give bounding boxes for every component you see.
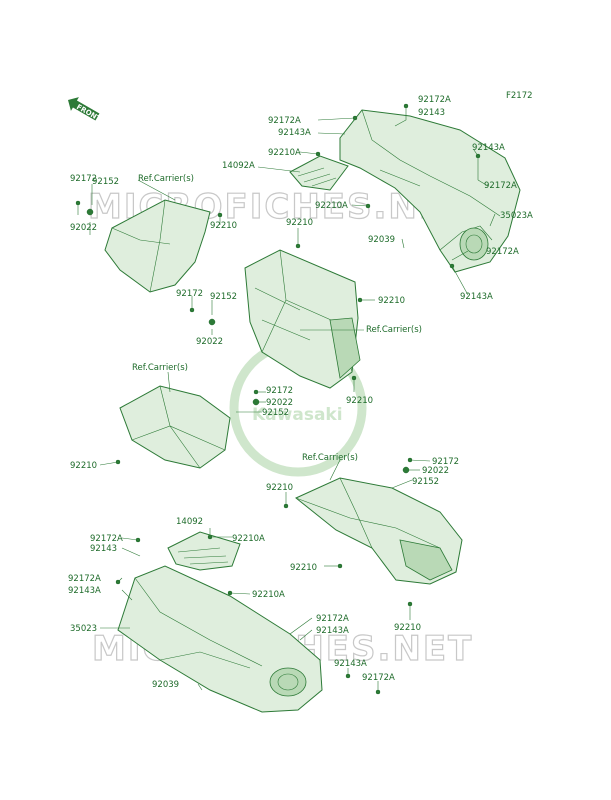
callout-label: 92143 <box>418 108 445 118</box>
callout-label: 92210 <box>286 218 313 228</box>
left-top-bracket <box>104 199 211 293</box>
callout-label: 92172A <box>362 673 395 683</box>
callout-label: 92172 <box>176 289 203 299</box>
right-floor-panel <box>295 477 463 585</box>
callout-label: 92210A <box>232 534 265 544</box>
panel-14092 <box>167 531 241 571</box>
callout-label: 92022 <box>422 466 449 476</box>
callout-label: 92172 <box>70 174 97 184</box>
callout-label: 92143A <box>316 626 349 636</box>
callout-label: 92152 <box>262 408 289 418</box>
callout-label: 92143A <box>472 143 505 153</box>
callout-label: 92210A <box>315 201 348 211</box>
callout-label: 92022 <box>196 337 223 347</box>
panel-14092a <box>289 155 349 191</box>
rear-fender-top <box>339 109 521 273</box>
callout-label: 92022 <box>266 398 293 408</box>
callout-label: 92210 <box>394 623 421 633</box>
callout-label: Ref.Carrier(s) <box>302 453 358 463</box>
callout-label: 92143A <box>334 659 367 669</box>
callout-label: 92152 <box>92 177 119 187</box>
callout-label: 92152 <box>412 477 439 487</box>
left-middle-bracket <box>119 385 231 469</box>
callout-label: Ref.Carrier(s) <box>138 174 194 184</box>
callout-label: 92210 <box>266 483 293 493</box>
front-fender-bottom <box>117 565 323 713</box>
front-label: FRONT <box>75 103 102 123</box>
callout-label: 92172 <box>432 457 459 467</box>
figure-code: F2172 <box>506 91 533 101</box>
callout-label: 35023 <box>70 624 97 634</box>
callout-label: 92210 <box>210 221 237 231</box>
callout-label: 92152 <box>210 292 237 302</box>
callout-label: 92172 <box>266 386 293 396</box>
callout-label: 92172A <box>418 95 451 105</box>
callout-label: 92210A <box>252 590 285 600</box>
callout-label: 92143 <box>90 544 117 554</box>
callout-labels: 92172A 92143 92172A 92143A 92210A 14092A… <box>68 95 533 690</box>
callout-label: 35023A <box>500 211 533 221</box>
callout-label: 92143A <box>460 292 493 302</box>
callout-label: 92143A <box>68 586 101 596</box>
front-arrow-icon: FRONT <box>68 97 102 123</box>
callout-label: 92172A <box>68 574 101 584</box>
callout-label: 92172A <box>486 247 519 257</box>
callout-label: 92039 <box>152 680 179 690</box>
callout-label: 92172A <box>268 116 301 126</box>
callout-label: 92172A <box>316 614 349 624</box>
callout-label: 14092A <box>222 161 255 171</box>
callout-label: 92143A <box>278 128 311 138</box>
callout-label: 92039 <box>368 235 395 245</box>
callout-label: 92210 <box>378 296 405 306</box>
leader-lines <box>77 106 496 692</box>
callout-label: 92210 <box>290 563 317 573</box>
callout-label: Ref.Carrier(s) <box>366 325 422 335</box>
callout-label: 14092 <box>176 517 203 527</box>
svg-text:Kawasaki: Kawasaki <box>252 405 343 425</box>
center-storage-box <box>244 249 361 389</box>
callout-label: 92172A <box>90 534 123 544</box>
callout-label: 92210A <box>268 148 301 158</box>
callout-label: 92210 <box>346 396 373 406</box>
callout-label: 92210 <box>70 461 97 471</box>
callout-label: Ref.Carrier(s) <box>132 363 188 373</box>
callout-label: 92172A <box>484 181 517 191</box>
callout-label: 92022 <box>70 223 97 233</box>
